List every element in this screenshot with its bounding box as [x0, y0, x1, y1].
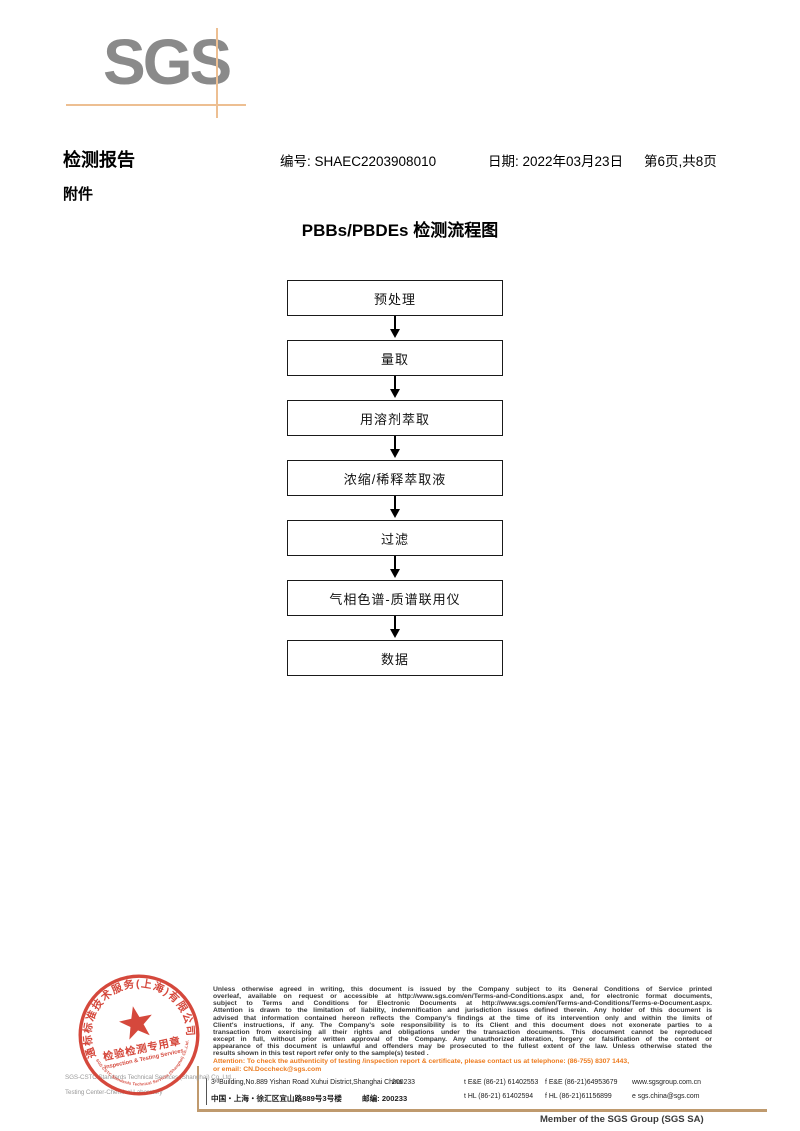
attention-line-1: Attention: To check the authenticity of … [213, 1058, 630, 1066]
address-divider [206, 1078, 207, 1105]
legal-line: except in full, without prior written ap… [213, 1036, 712, 1044]
company-lab-gray: Testing Center-Chemical Laboratory [65, 1089, 163, 1096]
flow-step-pretreatment: 预处理 [287, 280, 503, 316]
legal-line: overleaf, available on request or access… [213, 993, 712, 1001]
flow-step-filter: 过滤 [287, 520, 503, 556]
down-arrow-icon [390, 496, 400, 520]
sgs-member-text: Member of the SGS Group (SGS SA) [540, 1114, 704, 1125]
website: www.sgsgroup.com.cn [632, 1079, 701, 1086]
logo-crosshair-horizontal [66, 104, 246, 106]
phone-hl: t HL (86-21) 61402594 [464, 1093, 534, 1100]
stamp-star-icon [119, 1006, 152, 1040]
legal-line: transaction from exercising all their ri… [213, 1028, 712, 1036]
legal-line: advised that information contained hereo… [213, 1014, 712, 1022]
flow-step-solvent-extraction: 用溶剂萃取 [287, 400, 503, 436]
address-orange-rule [197, 1066, 199, 1112]
flowchart-title: PBBs/PBDEs 检测流程图 [301, 221, 499, 240]
stamp-ring [78, 974, 200, 1096]
inspection-stamp: 通标标准技术服务(上海)有限公司 检验检测专用章 Inspection & Te… [76, 972, 200, 1096]
report-number: 编号: SHAEC2203908010 [280, 154, 437, 169]
legal-text-block: Unless otherwise agreed in writing, this… [213, 986, 712, 1073]
report-date: 日期: 2022年03月23日 [488, 154, 624, 169]
attachment-label: 附件 [63, 186, 94, 203]
down-arrow-icon [390, 556, 400, 580]
company-name-gray: SGS-CSTC Standards Technical Services (S… [65, 1074, 233, 1081]
down-arrow-icon [390, 616, 400, 640]
logo-crosshair-vertical [216, 28, 218, 118]
postal-code-en: 200233 [392, 1079, 415, 1086]
footer-rule [197, 1109, 767, 1112]
sgs-logo: SGS [103, 26, 232, 98]
address-cn: 中国・上海・徐汇区宜山路889号3号楼 [211, 1094, 342, 1103]
phone-ee: t E&E (86-21) 61402553 [464, 1079, 539, 1086]
down-arrow-icon [390, 316, 400, 340]
flow-step-data: 数据 [287, 640, 503, 676]
page-indicator: 第6页,共8页 [644, 154, 717, 169]
flowchart: 预处理 量取 用溶剂萃取 浓缩/稀释萃取液 过滤 气相色谱-质谱联用仪 数据 [287, 280, 503, 676]
legal-line: results shown in this test report refer … [213, 1050, 429, 1058]
legal-line: Attention is drawn to the limitation of … [213, 1007, 712, 1015]
email: e sgs.china@sgs.com [632, 1093, 700, 1100]
fax-ee: f E&E (86-21)64953679 [545, 1079, 618, 1086]
legal-line: subject to Terms and Conditions for Elec… [213, 1000, 712, 1008]
flow-step-gcms: 气相色谱-质谱联用仪 [287, 580, 503, 616]
report-title: 检测报告 [63, 150, 135, 170]
down-arrow-icon [390, 436, 400, 460]
legal-line: appearance of this document is unlawful … [213, 1043, 712, 1051]
fax-hl: f HL (86-21)61156899 [545, 1093, 612, 1100]
legal-line: Unless otherwise agreed in writing, this… [213, 986, 712, 993]
address-en: 3ʳᵈBuilding,No.889 Yishan Road Xuhui Dis… [211, 1079, 403, 1086]
down-arrow-icon [390, 376, 400, 400]
flow-step-measure: 量取 [287, 340, 503, 376]
attention-line-2: or email: CN.Doccheck@sgs.com [213, 1065, 322, 1073]
legal-line: Client's instructions, if any. The Compa… [213, 1021, 712, 1029]
flow-step-concentrate-dilute: 浓缩/稀释萃取液 [287, 460, 503, 496]
postal-code-cn: 邮编: 200233 [362, 1094, 408, 1103]
